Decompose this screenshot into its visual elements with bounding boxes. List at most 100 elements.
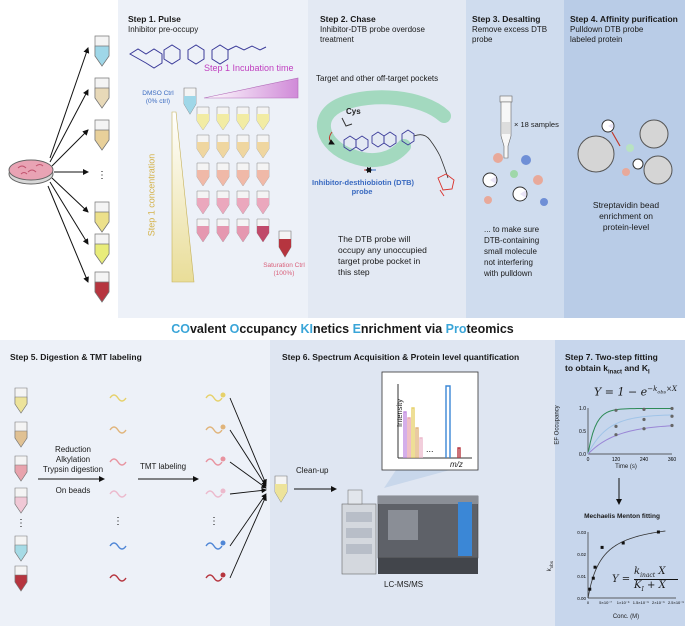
lc-ms-label: LC-MS/MS [384, 580, 424, 589]
dtb-probe-label: Inhibitor-desthiobiotin (DTB)probe [312, 178, 414, 196]
eq1-sup-sub: obs [657, 389, 667, 396]
step7-heading-2-sub2: I [647, 369, 650, 376]
pooled-tube [274, 475, 288, 503]
tube-fill [217, 170, 229, 186]
step2-heading: Step 2. Chase [320, 14, 376, 24]
tube-fill [257, 114, 269, 130]
step6-heading: Step 6. Spectrum Acquisition & Protein l… [282, 352, 520, 362]
mm-eq-den-sub: I [641, 586, 644, 593]
tube-fill [237, 142, 249, 158]
saturation-tube [278, 230, 292, 258]
svg-text:⋮: ⋮ [113, 516, 123, 527]
tube-fill [237, 198, 249, 214]
step4-subtitle-2: labeled protein [570, 35, 623, 44]
step3-desc-line-1: ... to make sure [484, 225, 540, 234]
concentration-gradient-wedge [171, 111, 195, 283]
mm-eq-num: k [634, 566, 641, 577]
step7-heading-1: Step 7. Two-step fitting [565, 352, 658, 362]
dmso-ctrl-sub: (0% ctrl) [145, 98, 171, 105]
pooling-arrows [229, 397, 267, 579]
step7-heading-2-sub: inact [607, 369, 622, 376]
ms-spectrum-callout [381, 371, 479, 488]
fit-curve [587, 425, 673, 455]
tube-fill [257, 226, 269, 242]
lc-ms-instrument [341, 489, 479, 575]
tube-fill [217, 142, 229, 158]
reduction-label: Reduction [54, 445, 92, 454]
tube-fill [237, 114, 249, 130]
step4-desc-line-2: enrichment on [599, 211, 653, 221]
step5-heading: Step 5. Digestion & TMT labeling [10, 352, 142, 362]
x-tick-label: 240 [640, 457, 649, 463]
streptavidin-bead-illustration [577, 119, 673, 185]
data-point [670, 414, 674, 418]
data-point [600, 545, 604, 549]
step3-desc-line-5: with pulldown [484, 269, 533, 278]
tube-fill [197, 114, 209, 130]
tube-fill [197, 170, 209, 186]
left-tube-column: ⋮ [94, 35, 110, 303]
title-part-1: CO [171, 322, 190, 336]
distribution-arrows [47, 47, 90, 283]
title-part-6: netics [312, 322, 353, 336]
data-point [588, 587, 592, 591]
tube-fill [257, 198, 269, 214]
alkylation-label: Alkylation [55, 455, 91, 464]
desalting-column-icon [499, 95, 513, 159]
occupancy-y-label: EF Occupancy [554, 405, 561, 445]
step3-subtitle-2: probe [472, 35, 493, 44]
eq1-base: Y = 1 − e [594, 385, 648, 399]
tube-fill [217, 226, 229, 242]
eq1-sup: −k [647, 385, 658, 393]
dmso-ctrl-text: DMSO Ctrl [142, 90, 174, 97]
step4-desc-line-3: protein-level [602, 222, 650, 232]
data-point [670, 423, 674, 428]
step2-description: The DTB probe will occupy any unoccupied… [338, 234, 427, 278]
svg-text:⋮: ⋮ [97, 170, 107, 181]
mm-eq-numerator: kinact X [634, 566, 666, 582]
eq1-sup-tail: ×X [666, 385, 677, 393]
step2-desc-line-1: The DTB probe will [338, 234, 411, 244]
step3-panel [466, 0, 564, 318]
step3-desc-line-4: not interfering [484, 258, 533, 267]
y-tick-label: 0.0 [579, 452, 586, 458]
step3-desc-line-2: DTB-containing [484, 236, 540, 245]
tmt-labeling-label: TMT labeling [140, 462, 187, 471]
data-point [614, 408, 618, 412]
svg-text:⋮: ⋮ [209, 516, 219, 527]
spectrum-ellipsis: ... [426, 444, 434, 454]
step7-heading-2: to obtain kinact and KI [565, 363, 650, 378]
step7-heading-2-a: to obtain k [565, 363, 608, 373]
step5-tube-column: ⋮ [14, 387, 28, 592]
title-part-7: E [352, 322, 361, 336]
mm-eq-bar [634, 579, 678, 580]
y-tick-label: 0.00 [577, 596, 586, 601]
tube-fill [197, 198, 209, 214]
x-tick-label: 5×10⁻⁷ [599, 600, 612, 605]
tube-fill [237, 170, 249, 186]
digestion-steps: Reduction Alkylation Trypsin digestion [30, 445, 116, 475]
tube-fill [197, 142, 209, 158]
svg-text:Cys: Cys [346, 107, 361, 116]
x-tick-label: 0 [587, 457, 590, 463]
step7-heading-2-b: and K [622, 363, 648, 373]
mm-eq-denominator: KI + X [634, 580, 666, 596]
step1-panel [118, 0, 308, 318]
mm-eq-lhs: Y = [612, 574, 631, 585]
tube-fill [217, 114, 229, 130]
dtb-probe-text-2: probe [351, 187, 373, 196]
x-tick-label: 120 [612, 457, 621, 463]
step5-panel [0, 340, 270, 626]
mm-eq-num-sub: inact [640, 572, 656, 579]
mz-axis-label: m/z [450, 460, 463, 469]
kobs-label: k [547, 568, 554, 572]
step2-subtitle-2: treatment [320, 35, 354, 44]
concentration-label: Step 1 concentration [146, 153, 157, 237]
kobs-y-label: kobs [545, 561, 557, 571]
data-point [642, 417, 646, 422]
step3-heading: Step 3. Desalting [472, 14, 541, 24]
incubation-gradient-wedge [203, 77, 299, 99]
tube-fill [197, 226, 209, 242]
x-tick-label: 2×10⁻⁶ [652, 600, 665, 605]
